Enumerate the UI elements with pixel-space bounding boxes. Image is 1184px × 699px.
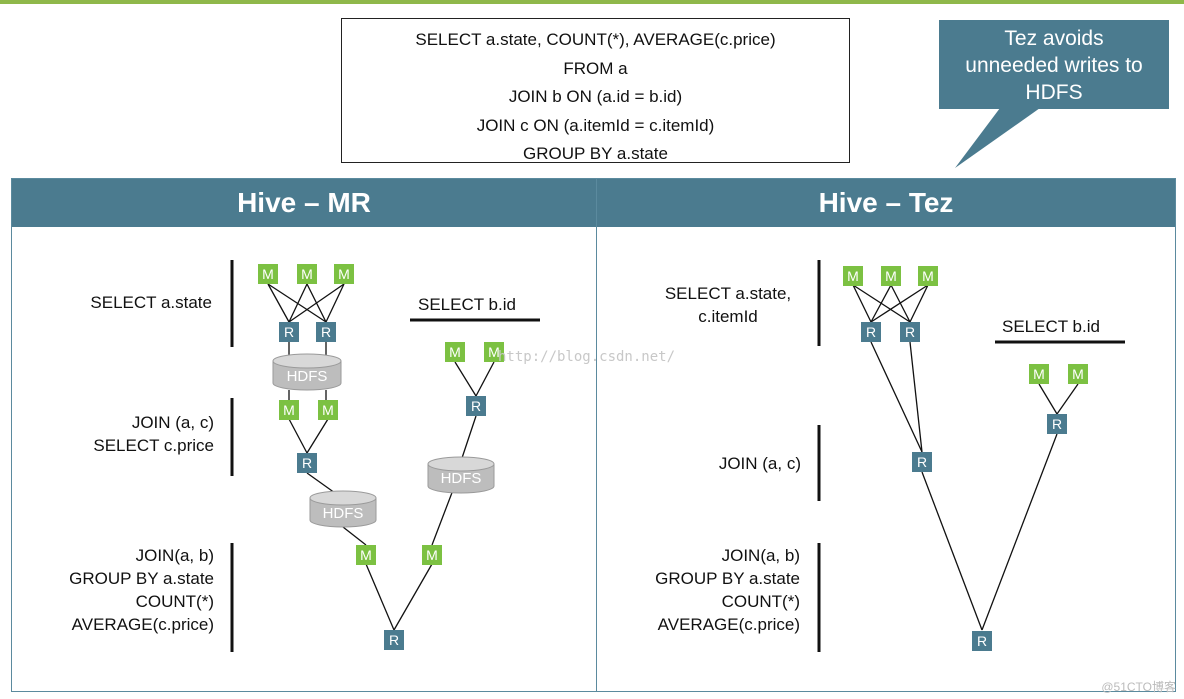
sql-query-box: SELECT a.state, COUNT(*), AVERAGE(c.pric… [341, 18, 850, 163]
reduce-node: R [861, 322, 881, 342]
label-line: JOIN (a, c) [131, 413, 214, 432]
map-node: M [1029, 364, 1049, 384]
edge [454, 361, 477, 397]
panel-title-hive-mr: Hive – MR [12, 179, 596, 227]
callout-line: Tez avoids [1004, 27, 1104, 50]
mr-stage3-label: JOIN(a, b) GROUP BY a.state COUNT(*) AVE… [69, 544, 214, 636]
map-node: M [422, 545, 442, 565]
tez-side-label: SELECT b.id [1002, 317, 1100, 336]
edge [267, 283, 327, 323]
reduce-node: R [466, 396, 486, 416]
reduce-node: R [912, 452, 932, 472]
edge [365, 563, 395, 631]
label-line: c.itemId [698, 307, 758, 326]
tez-stage2-label: JOIN (a, c) [718, 454, 801, 473]
hdfs-cylinder: HDFS [427, 456, 495, 494]
reduce-node: R [279, 322, 299, 342]
edge [267, 283, 290, 323]
edge [921, 471, 983, 631]
map-node: M [445, 342, 465, 362]
map-node: M [484, 342, 504, 362]
map-node: M [318, 400, 338, 420]
reduce-node: R [297, 453, 317, 473]
edge [852, 284, 872, 323]
edge [870, 284, 892, 323]
svg-text:HDFS: HDFS [323, 505, 364, 522]
callout-line: unneeded writes to [965, 54, 1143, 77]
sql-line: SELECT a.state, COUNT(*), AVERAGE(c.pric… [415, 30, 776, 49]
reduce-node: R [972, 631, 992, 651]
edge [306, 418, 329, 454]
edge [325, 283, 345, 323]
tez-stage1-label: SELECT a.state, c.itemId [648, 282, 808, 328]
sql-line: JOIN b ON (a.id = b.id) [508, 87, 683, 106]
reduce-node: R [384, 630, 404, 650]
mr-side-label: SELECT b.id [418, 295, 516, 314]
edge [306, 472, 336, 494]
svg-text:HDFS: HDFS [287, 368, 328, 385]
source-credit: @51CTO博客 [1101, 680, 1176, 694]
label-line: GROUP BY a.state [69, 569, 214, 588]
edge [870, 284, 929, 323]
label-line: SELECT a.state, [664, 284, 792, 303]
label-line: GROUP BY a.state [655, 569, 800, 588]
label-line: AVERAGE(c.price) [657, 615, 800, 634]
edge [475, 361, 495, 397]
mr-stage2-label: JOIN (a, c) SELECT c.price [93, 411, 214, 457]
panel-title-hive-tez: Hive – Tez [597, 179, 1175, 227]
edge [342, 526, 367, 546]
top-accent-line [0, 0, 1184, 4]
edge [431, 489, 454, 546]
sql-line: JOIN c ON (a.itemId = c.itemId) [476, 115, 715, 135]
reduce-node: R [1047, 414, 1067, 434]
reduce-node: R [900, 322, 920, 342]
panel-divider [596, 179, 597, 692]
edge [1038, 383, 1058, 415]
edge [288, 283, 308, 323]
label-line: AVERAGE(c.price) [71, 615, 214, 634]
map-node: M [1068, 364, 1088, 384]
edge [461, 415, 477, 459]
edge [393, 563, 433, 631]
map-node: M [843, 266, 863, 286]
sql-line: GROUP BY a.state [523, 144, 668, 163]
label-line: JOIN(a, b) [721, 546, 800, 565]
sql-line: FROM a [563, 58, 628, 78]
tez-callout: Tez avoids unneeded writes to HDFS [939, 20, 1169, 109]
reduce-node: R [316, 322, 336, 342]
svg-text:HDFS: HDFS [441, 470, 482, 487]
edge [909, 341, 923, 453]
edge [288, 418, 308, 454]
watermark: http://blog.csdn.net/ [498, 349, 676, 365]
callout-line: HDFS [1025, 81, 1083, 104]
mr-stage1-label: SELECT a.state [90, 293, 212, 312]
label-line: SELECT c.price [93, 436, 214, 455]
map-node: M [297, 264, 317, 284]
edge [288, 283, 345, 323]
map-node: M [258, 264, 278, 284]
edge [981, 433, 1058, 631]
map-node: M [356, 545, 376, 565]
map-node: M [918, 266, 938, 286]
label-line: COUNT(*) [721, 592, 800, 611]
map-node: M [334, 264, 354, 284]
edge [909, 284, 929, 323]
hdfs-cylinder: HDFS [309, 490, 377, 528]
map-node: M [881, 266, 901, 286]
label-line: COUNT(*) [135, 592, 214, 611]
edge [870, 341, 923, 453]
edge [1056, 383, 1079, 415]
label-line: JOIN(a, b) [135, 546, 214, 565]
comparison-frame [11, 178, 1176, 692]
hdfs-cylinder: HDFS [272, 353, 342, 391]
tez-stage3-label: JOIN(a, b) GROUP BY a.state COUNT(*) AVE… [655, 544, 800, 636]
map-node: M [279, 400, 299, 420]
